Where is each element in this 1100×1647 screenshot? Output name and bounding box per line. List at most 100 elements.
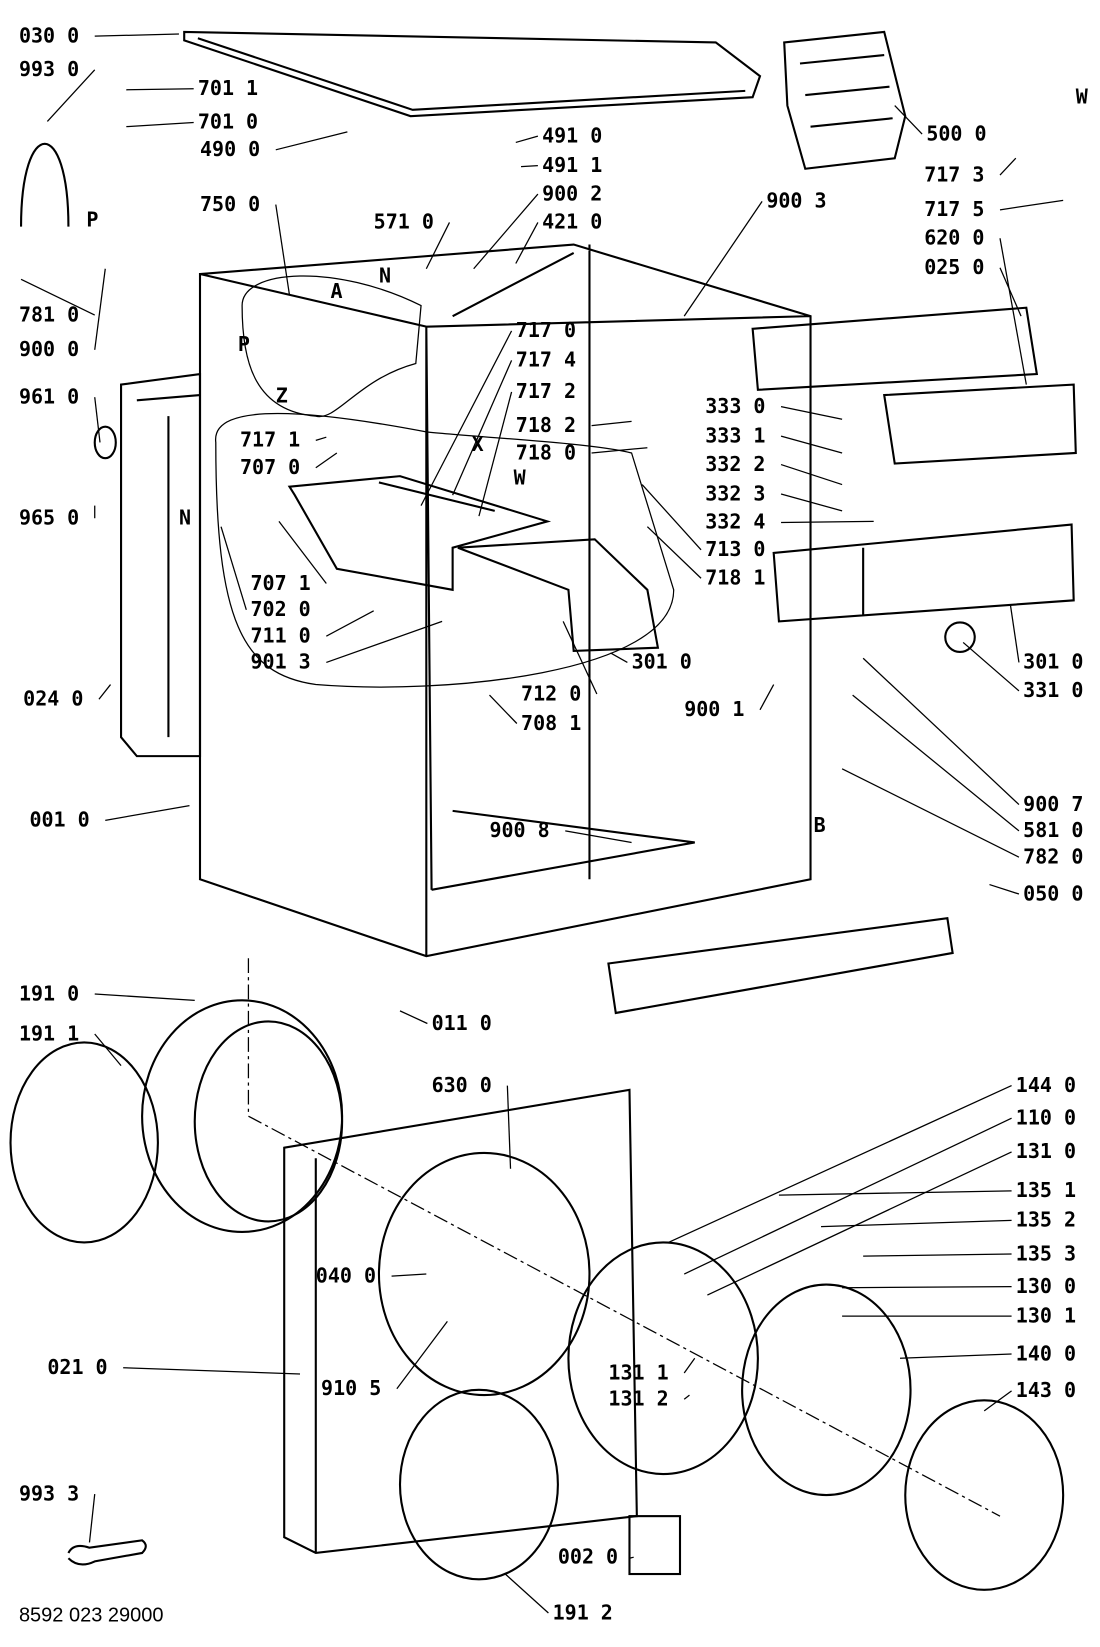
leader-line xyxy=(999,267,1022,317)
part-label: 993 0 xyxy=(19,57,79,81)
door-glass xyxy=(741,1283,912,1497)
leader-line xyxy=(94,993,195,1001)
leader-line xyxy=(565,830,632,844)
front-panel xyxy=(283,1088,638,1555)
door-outer-glass xyxy=(9,1041,159,1244)
leader-line xyxy=(683,201,763,317)
leader-line xyxy=(778,1190,1012,1196)
part-label: 713 0 xyxy=(705,537,765,561)
part-label: 021 0 xyxy=(47,1355,107,1379)
part-label: 333 1 xyxy=(705,423,765,447)
leader-line xyxy=(452,360,513,496)
part-label: 040 0 xyxy=(316,1263,376,1287)
part-label: 750 0 xyxy=(200,192,260,216)
leader-line xyxy=(105,804,190,821)
part-label: 781 0 xyxy=(19,302,79,326)
callout-letter: P xyxy=(86,208,98,232)
drawing-number: 8592 023 29000 xyxy=(19,1604,164,1626)
part-label: 712 0 xyxy=(521,681,581,705)
programme-knob xyxy=(944,621,976,653)
part-label: 718 0 xyxy=(516,440,576,464)
part-label: 131 0 xyxy=(1016,1139,1076,1163)
leader-line xyxy=(46,69,96,122)
leader-line xyxy=(275,131,348,151)
part-label: 718 2 xyxy=(516,413,576,437)
leader-line xyxy=(707,1151,1012,1296)
part-label: 717 1 xyxy=(240,428,300,452)
callout-letter: A xyxy=(331,279,343,303)
leader-line xyxy=(326,610,374,637)
part-label: 708 1 xyxy=(521,711,581,735)
leader-lines xyxy=(20,33,1064,1614)
leader-line xyxy=(94,397,101,443)
part-label: 191 0 xyxy=(19,981,79,1005)
leader-line xyxy=(962,641,1020,692)
leader-line xyxy=(396,1321,448,1390)
leader-line xyxy=(894,105,923,135)
control-board xyxy=(882,383,1077,465)
leader-line xyxy=(506,1085,512,1169)
part-label: 900 1 xyxy=(684,697,744,721)
part-label: 900 3 xyxy=(766,189,826,213)
part-label: 143 0 xyxy=(1016,1378,1076,1402)
leader-line xyxy=(842,1286,1012,1289)
cabinet-side-panel xyxy=(120,372,202,758)
part-label: 332 2 xyxy=(705,452,765,476)
leader-line xyxy=(123,1367,301,1375)
kickplate xyxy=(607,917,954,1015)
leader-line xyxy=(399,1010,428,1025)
callout-letter: X xyxy=(472,432,484,456)
part-label: 050 0 xyxy=(1023,881,1083,905)
part-label: 900 8 xyxy=(489,818,549,842)
leader-line xyxy=(841,768,1020,858)
door-trim-ring xyxy=(904,1399,1065,1591)
part-label: 718 1 xyxy=(705,566,765,590)
part-label: 140 0 xyxy=(1016,1341,1076,1365)
part-label: 421 0 xyxy=(542,210,602,234)
leader-line xyxy=(862,657,1020,806)
callout-letter: P xyxy=(238,332,250,356)
part-label: 717 3 xyxy=(924,162,984,186)
callout-letter: Z xyxy=(276,383,288,407)
leader-line xyxy=(478,391,513,517)
axis-line xyxy=(247,958,1001,1517)
leader-line xyxy=(646,526,702,579)
leader-line xyxy=(863,1253,1012,1257)
electronic-module xyxy=(783,30,907,170)
leader-line xyxy=(98,684,112,700)
part-drawings xyxy=(9,30,1077,1591)
part-label: 491 0 xyxy=(542,123,602,147)
part-label: 144 0 xyxy=(1016,1073,1076,1097)
part-label: 001 0 xyxy=(29,808,89,832)
part-label: 910 5 xyxy=(321,1376,381,1400)
front-panel-porthole xyxy=(377,1151,591,1397)
part-label: 191 2 xyxy=(553,1600,613,1624)
part-label: 191 1 xyxy=(19,1021,79,1045)
part-label: 301 0 xyxy=(632,650,692,674)
leader-line xyxy=(94,1033,122,1067)
leader-line xyxy=(326,620,443,664)
part-label: 331 0 xyxy=(1023,678,1083,702)
leader-line xyxy=(515,135,539,144)
leader-line xyxy=(591,420,632,427)
part-label: 701 0 xyxy=(198,110,258,134)
part-label: 110 0 xyxy=(1016,1106,1076,1130)
part-label: 332 4 xyxy=(705,510,765,534)
part-label: 002 0 xyxy=(558,1545,618,1569)
part-label: 717 0 xyxy=(516,318,576,342)
leader-line xyxy=(126,121,194,128)
part-label: 500 0 xyxy=(926,121,986,145)
leader-line xyxy=(473,193,539,270)
part-label: 332 3 xyxy=(705,481,765,505)
part-label: 707 0 xyxy=(240,455,300,479)
part-label: 993 3 xyxy=(19,1481,79,1505)
callout-letter: B xyxy=(814,813,826,837)
door-inner-ring xyxy=(567,1241,759,1476)
part-label: 011 0 xyxy=(432,1011,492,1035)
callout-letter: N xyxy=(179,506,191,530)
part-label: 333 0 xyxy=(705,394,765,418)
part-label: 135 1 xyxy=(1016,1178,1076,1202)
part-label: 490 0 xyxy=(200,137,260,161)
filter-cover xyxy=(628,1515,682,1576)
